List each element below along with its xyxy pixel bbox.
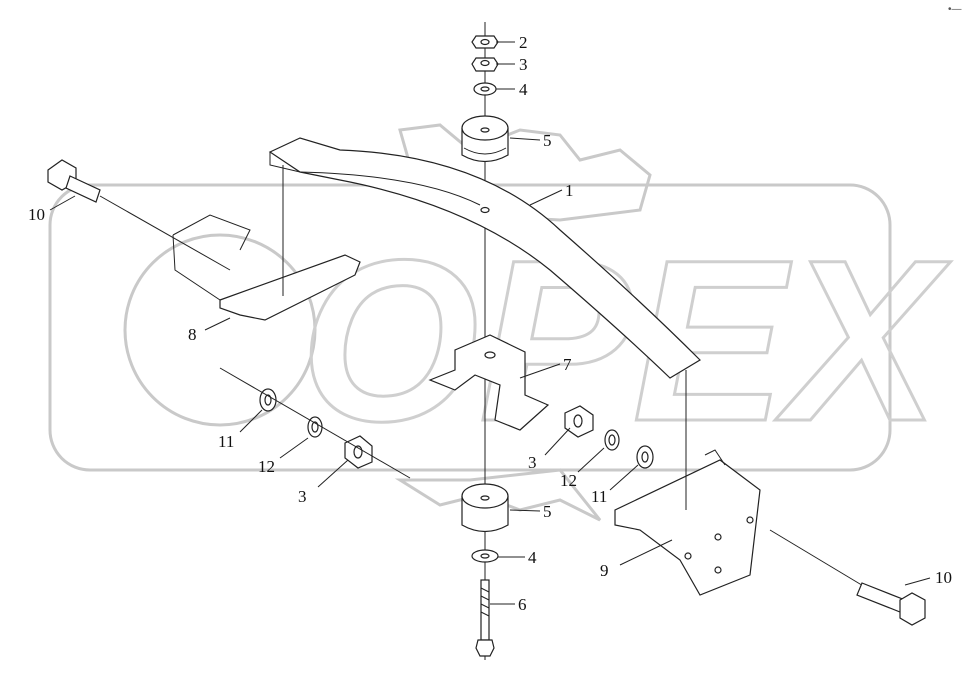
callout-10-left: 10	[28, 205, 45, 224]
callout-4-bottom: 4	[528, 548, 537, 567]
callout-2: 2	[519, 33, 528, 52]
leader-lines	[49, 41, 931, 605]
washer-part-4-bottom	[471, 549, 499, 563]
washer-part-11-right	[636, 445, 654, 469]
callout-9: 9	[600, 561, 609, 580]
callout-3-right: 3	[528, 453, 537, 472]
corner-mark: •—	[948, 4, 962, 15]
callout-12-left: 12	[258, 457, 275, 476]
callout-7: 7	[563, 355, 572, 374]
assembly-line-left	[219, 367, 411, 479]
callout-12-right: 12	[560, 471, 577, 490]
washer-part-11-left	[259, 388, 277, 412]
watermark-logo: OPEX	[48, 123, 952, 522]
bracket-part-7	[428, 334, 550, 431]
callout-8: 8	[188, 325, 197, 344]
nut-part-3-top	[471, 57, 499, 72]
bracket-part-9	[614, 370, 761, 596]
callout-6: 6	[518, 595, 527, 614]
callout-11-right: 11	[591, 487, 607, 506]
watermark-text: OPEX	[300, 212, 951, 469]
callout-11-left: 11	[218, 432, 234, 451]
strap-part-1	[268, 137, 701, 379]
rubber-mount-part-5-bottom	[461, 483, 509, 533]
callout-4-top: 4	[519, 80, 528, 99]
bolt-part-10-left	[47, 159, 231, 271]
callout-labels: 2 3 4 5 1 7 8 10 11 12 3 3 12 11 5 4 6 9…	[28, 33, 952, 614]
bracket-part-8	[172, 165, 361, 321]
callout-1: 1	[565, 181, 574, 200]
washer-part-4-top	[473, 82, 497, 96]
lockwasher-part-12-left	[307, 416, 323, 438]
callout-5-top: 5	[543, 131, 552, 150]
bolt-part-10-right	[769, 529, 926, 626]
callout-3-top: 3	[519, 55, 528, 74]
callout-10-right: 10	[935, 568, 952, 587]
rubber-mount-part-5-top	[461, 115, 509, 163]
lockwasher-part-12-right	[604, 429, 620, 451]
bolt-part-6	[475, 579, 495, 657]
nut-part-3-right	[564, 405, 594, 438]
callout-5-bottom: 5	[543, 502, 552, 521]
nut-part-2	[471, 35, 499, 49]
callout-3-left: 3	[298, 487, 307, 506]
